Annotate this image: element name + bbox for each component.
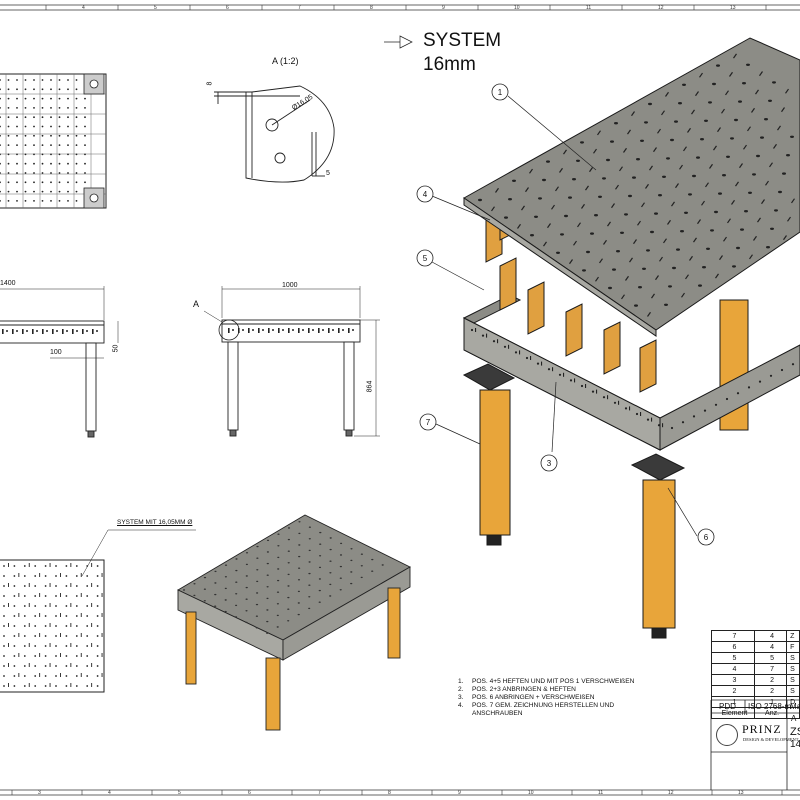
detail-view-a — [214, 85, 335, 183]
company-name: PRINZ — [742, 722, 782, 736]
company-subtitle: DESIGN & DEVELOPMENT — [743, 737, 799, 742]
material-abbr: Ma — [790, 702, 800, 711]
callout-balloon: 3 — [540, 454, 558, 472]
callout-balloon: 5 — [416, 249, 434, 267]
callout-balloon: 6 — [697, 528, 715, 546]
drawing-number-suffix: 14 — [790, 739, 800, 750]
dept-value: PDD — [719, 702, 736, 711]
zone-number: 11 — [598, 790, 603, 796]
spacing-dim: 100 — [50, 349, 62, 356]
assembly-notes: 1.POS. 4+5 HEFTEN UND MIT POS 1 VERSCHWE… — [458, 678, 634, 718]
zone-number: 5 — [154, 5, 157, 11]
zone-number: 4 — [108, 790, 111, 796]
zone-number: 6 — [226, 5, 229, 11]
zone-number: 7 — [318, 790, 321, 796]
company-logo-icon — [716, 724, 738, 746]
offset-dim: 5 — [326, 170, 330, 177]
note-line: ANSCHRAUBEN — [472, 710, 523, 717]
side-view — [203, 286, 380, 437]
front-view — [0, 286, 119, 438]
drawing-number-prefix: ZS — [790, 726, 800, 738]
drawing-border — [0, 4, 800, 796]
zone-number: 11 — [586, 5, 591, 11]
callout-balloons: 1 4 5 7 3 6 — [416, 83, 715, 546]
border-zone-ticks — [11, 5, 783, 795]
tolerance-standard: ISO 2768-m — [748, 702, 792, 711]
detail-marker: A — [193, 299, 200, 309]
zone-number: 13 — [738, 790, 744, 796]
doc-abbr: A — [791, 714, 797, 723]
zone-number: 10 — [514, 5, 520, 11]
zone-number: 7 — [298, 5, 301, 11]
thickness-dim: 8 — [206, 81, 214, 86]
pattern-note: SYSTEM MIT 16,05MM Ø — [117, 519, 193, 526]
width-dim: 1000 — [282, 282, 298, 289]
zone-number: 10 — [528, 790, 534, 796]
zone-number: 9 — [442, 5, 445, 11]
length-dim: 1400 — [0, 280, 16, 287]
note-line: 1.POS. 4+5 HEFTEN UND MIT POS 1 VERSCHWE… — [458, 678, 635, 685]
callout-number: 3 — [547, 459, 552, 468]
callout-number: 4 — [423, 190, 428, 199]
edge-height-dim: 50 — [112, 344, 120, 353]
note-line: 2.POS. 2+3 ANBRINGEN & HEFTEN — [458, 686, 576, 693]
callout-leaders — [384, 35, 698, 537]
exploded-assembly — [462, 37, 800, 639]
callout-number: 6 — [704, 533, 709, 542]
border-zone-numbers: 456789101112131434567891011121314 — [38, 5, 744, 796]
detail-view-label: A (1:2) — [272, 56, 299, 66]
isometric-table-small — [177, 514, 411, 731]
zone-number: 4 — [82, 5, 85, 11]
note-line: 4.POS. 7 GEM. ZEICHNUNG HERSTELLEN UND — [458, 702, 615, 709]
zone-number: 9 — [458, 790, 461, 796]
zone-number: 6 — [248, 790, 251, 796]
callout-number: 1 — [498, 88, 503, 97]
zone-number: 13 — [730, 5, 736, 11]
top-view — [0, 73, 107, 209]
system-heading: SYSTEM — [423, 30, 502, 51]
callout-number: 5 — [423, 254, 428, 263]
zone-number: 3 — [38, 790, 41, 796]
zone-number: 5 — [178, 790, 181, 796]
callout-balloon: 1 — [491, 83, 509, 101]
callout-balloon: 4 — [416, 185, 434, 203]
note-line: 3.POS. 6 ANBRINGEN + VERSCHWEIßEN — [458, 694, 595, 701]
callout-balloon: 7 — [419, 413, 437, 431]
zone-number: 8 — [388, 790, 391, 796]
total-height-dim: 864 — [366, 380, 374, 393]
callout-number: 7 — [426, 418, 431, 427]
zone-number: 12 — [668, 790, 674, 796]
zone-number: 8 — [370, 5, 373, 11]
zone-number: 12 — [658, 5, 664, 11]
hole-pattern-view — [0, 529, 196, 693]
system-size: 16mm — [423, 54, 476, 75]
